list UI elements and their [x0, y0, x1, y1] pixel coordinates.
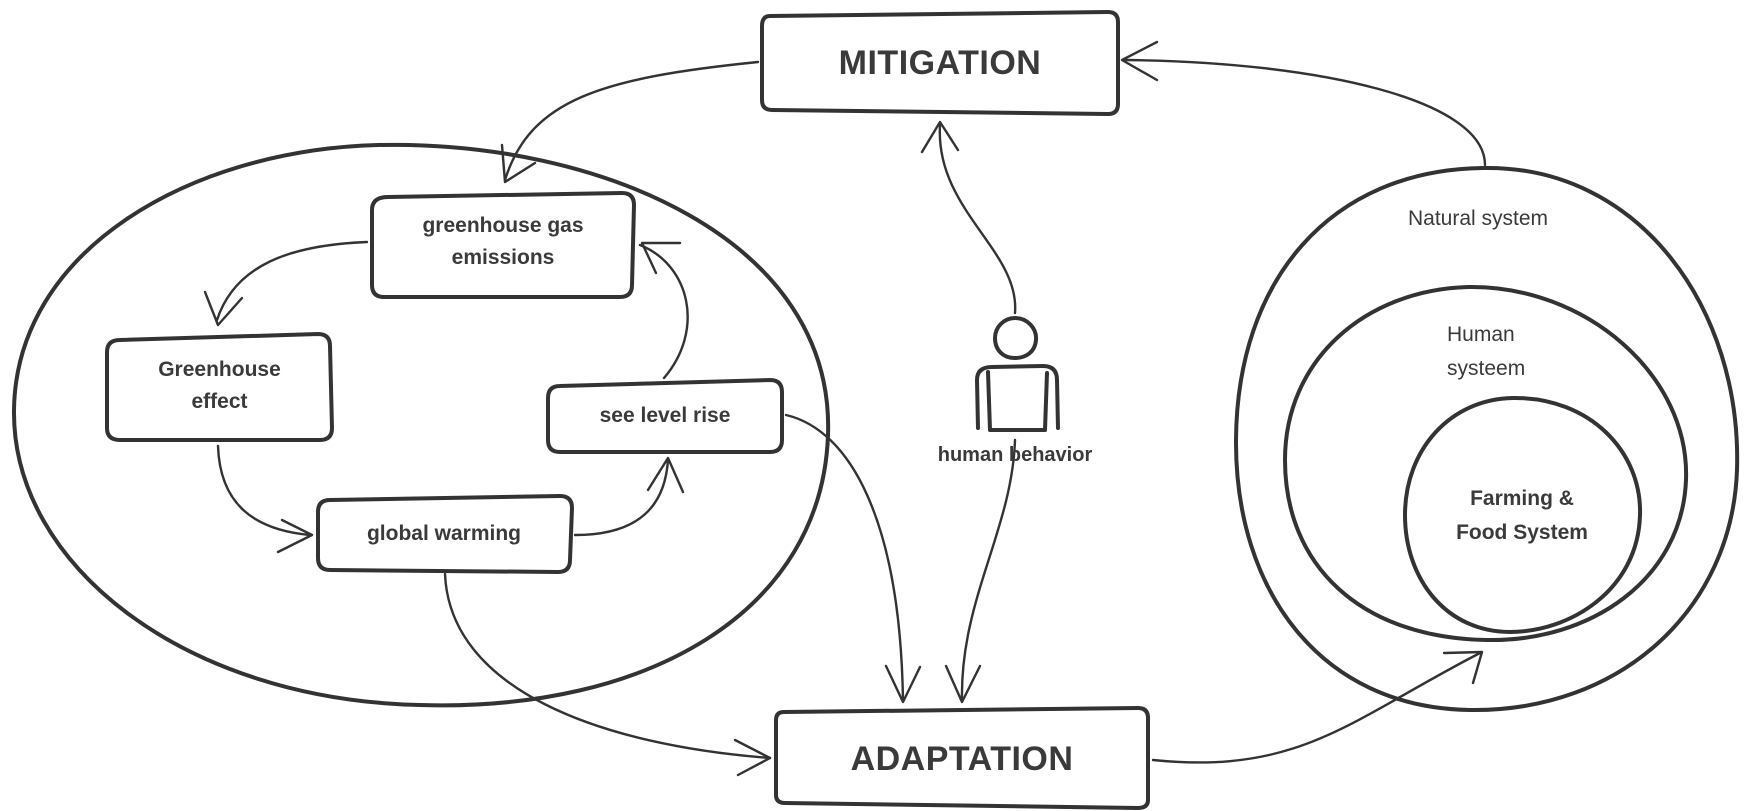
- arrow-adaptation-to-farming: [1151, 651, 1482, 764]
- natural-system-circle: [1233, 165, 1740, 713]
- farming-label: Farming & Food System: [1456, 487, 1588, 544]
- arrowhead-mitigation-bottom: [920, 120, 960, 154]
- arrowhead-warming: [276, 518, 314, 554]
- arrowhead-sealevel: [646, 456, 685, 494]
- greenhouse-effect-label: Greenhouse effect: [158, 358, 281, 413]
- arrow-human-to-mitigation: [938, 123, 1017, 315]
- arrow-human-to-adaptation: [960, 438, 1017, 702]
- arrowhead-mitigation-right: [1120, 40, 1159, 82]
- sea-level-label: see level rise: [599, 404, 731, 427]
- adaptation-label: ADAPTATION: [850, 740, 1074, 778]
- farming-circle: [1403, 395, 1643, 634]
- greenhouse-gas-box: [370, 191, 636, 299]
- arrow-ghg-to-effect: [215, 240, 369, 322]
- greenhouse-effect-box: [105, 332, 334, 442]
- global-warming-label: global warming: [366, 522, 521, 545]
- global-warming-box: [316, 494, 574, 574]
- human-system-circle: [1283, 284, 1689, 643]
- arrowhead-effect: [203, 290, 244, 327]
- human-behavior-label: human behavior: [937, 444, 1093, 466]
- mitigation-label: MITIGATION: [838, 44, 1042, 82]
- arrow-mitigation-to-ghg: [503, 60, 760, 182]
- mitigation-box: [760, 10, 1120, 116]
- arrow-warming-to-adaptation: [443, 572, 772, 760]
- arrow-warming-to-sealevel: [573, 458, 670, 537]
- arrow-sealevel-to-adaptation: [784, 413, 905, 702]
- arrowhead-adaptation-top-right: [944, 664, 982, 704]
- arrow-sealevel-to-ghg: [638, 243, 689, 380]
- climate-ellipse: [11, 142, 831, 708]
- arrowhead-farming: [1442, 650, 1484, 685]
- sea-level-box: [546, 378, 784, 454]
- arrowhead-ghg-top: [500, 143, 537, 184]
- person-icon: [975, 316, 1060, 432]
- human-system-label: Human systeem: [1447, 323, 1526, 380]
- greenhouse-gas-label: greenhouse gas emissions: [422, 214, 584, 269]
- arrowhead-adaptation-left: [733, 738, 772, 777]
- arrow-effect-to-warming: [216, 444, 312, 537]
- adaptation-box: [774, 706, 1150, 810]
- arrowhead-adaptation-top-left: [884, 664, 922, 704]
- natural-system-label: Natural system: [1408, 207, 1549, 230]
- arrowhead-ghg: [640, 241, 682, 275]
- arrow-natural-to-mitigation: [1123, 58, 1487, 167]
